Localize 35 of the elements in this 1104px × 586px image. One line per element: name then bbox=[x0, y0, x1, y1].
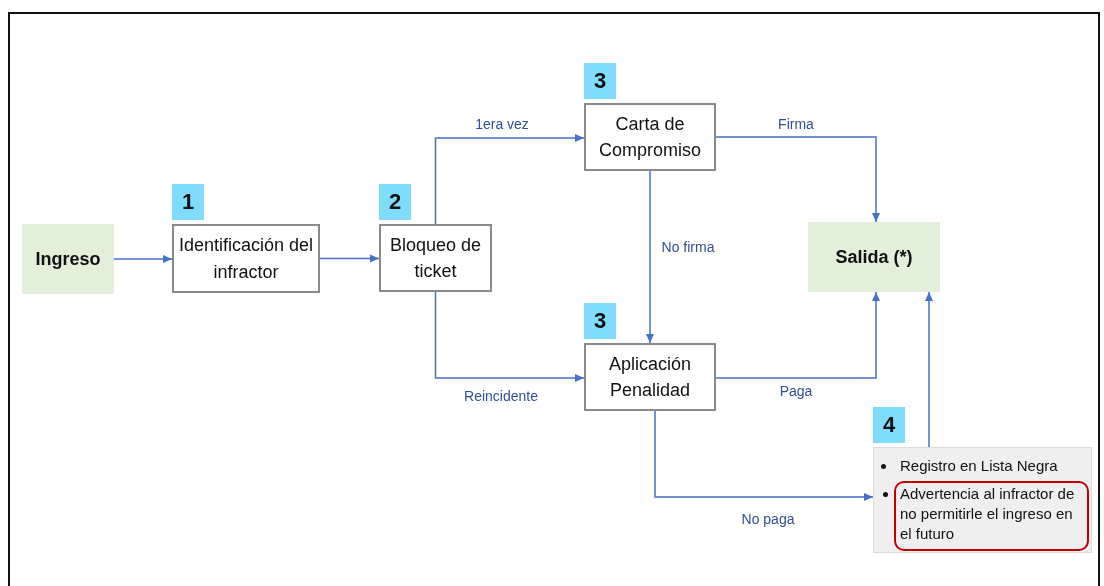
arrow bbox=[925, 291, 933, 448]
terminal-box bbox=[22, 224, 114, 294]
process-box bbox=[584, 343, 716, 411]
arrow bbox=[715, 136, 880, 223]
edge-label: No firma bbox=[659, 239, 717, 255]
node-text: Bloqueo de ticket bbox=[388, 233, 483, 283]
node-text: Aplicación Penalidad bbox=[607, 352, 692, 402]
arrow bbox=[113, 255, 173, 263]
arrow bbox=[434, 291, 585, 382]
node-text: Identificación del infractor bbox=[177, 234, 315, 284]
arrow bbox=[654, 410, 874, 501]
process-box bbox=[584, 103, 716, 171]
process-box bbox=[379, 224, 492, 292]
node-text: Salida (*) bbox=[835, 246, 913, 268]
arrow bbox=[646, 170, 654, 344]
edge-label: 1era vez bbox=[473, 116, 531, 132]
arrow bbox=[434, 134, 585, 225]
edge-label: No paga bbox=[739, 511, 797, 527]
note-box bbox=[873, 447, 1092, 553]
node-text: Ingreso bbox=[35, 248, 101, 270]
edge-label: Firma bbox=[776, 116, 816, 132]
step-number: 4 bbox=[873, 407, 905, 443]
terminal-box bbox=[808, 222, 940, 292]
node-text: Registro en Lista Negra bbox=[900, 457, 1058, 474]
node-text: Advertencia al infractor de no permitirle el ingreso en el futuro bbox=[900, 484, 1076, 544]
node-text: Carta de Compromiso bbox=[598, 112, 702, 162]
step-number: 3 bbox=[584, 63, 616, 99]
step-number: 2 bbox=[379, 184, 411, 220]
step-number: 1 bbox=[172, 184, 204, 220]
edge-label: Paga bbox=[777, 383, 815, 399]
arrow bbox=[715, 291, 880, 379]
edge-label: Reincidente bbox=[462, 388, 540, 404]
step-number: 3 bbox=[584, 303, 616, 339]
arrow bbox=[319, 254, 380, 263]
process-box bbox=[172, 224, 320, 293]
